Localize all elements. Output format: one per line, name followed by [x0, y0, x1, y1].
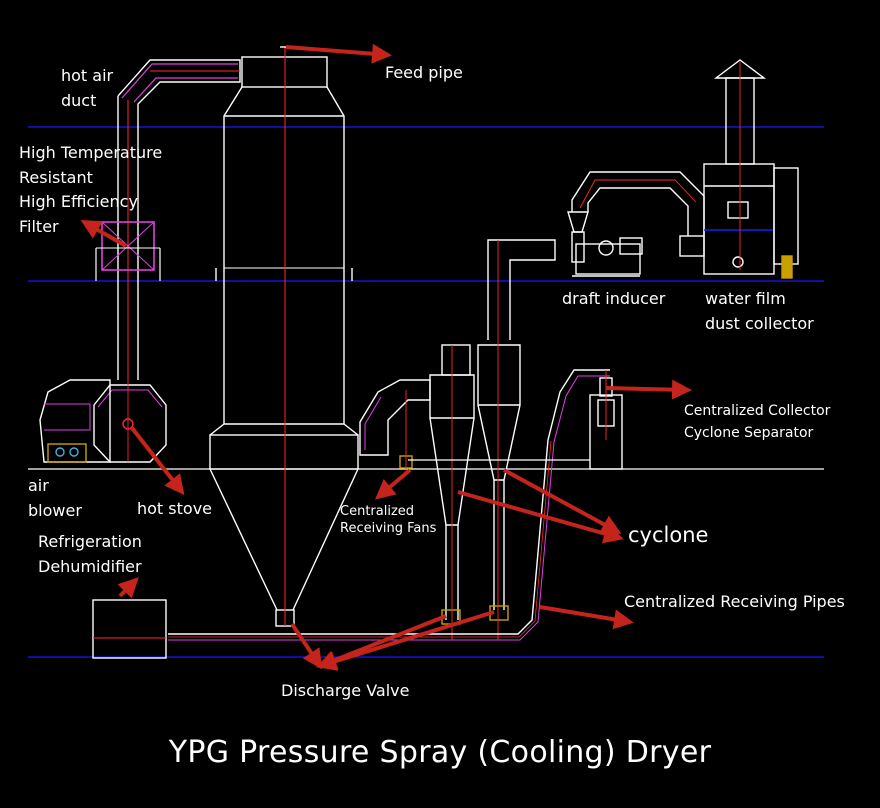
label-receiving-pipes: Centralized Receiving Pipes [624, 592, 845, 611]
water-film-dust-collector [679, 59, 799, 279]
arrow-discharge-tower [290, 622, 323, 670]
arrow-dehumidifier [117, 577, 139, 599]
draft-inducer [567, 171, 705, 277]
label-cyclone: cyclone [628, 523, 709, 547]
arrow-hot-stove [130, 426, 185, 496]
arrow-discharge-cyclone-2 [316, 610, 495, 671]
label-water-film-dust-collector: water film dust collector [705, 289, 814, 333]
hot-stove [93, 380, 167, 463]
arrow-collector-cyclone [605, 379, 692, 400]
arrow-filter [80, 220, 127, 248]
receiving-fans [359, 379, 431, 469]
centralized-receiving-pipes [168, 369, 610, 641]
hot-air-duct [117, 59, 241, 380]
air-blower [39, 379, 111, 463]
annotation-arrows [80, 43, 692, 671]
arrow-receiving-pipes [539, 605, 634, 630]
label-discharge-valve: Discharge Valve [281, 681, 410, 700]
label-refrigeration-dehumidifier: Refrigeration Dehumidifier [38, 532, 142, 576]
collector-cyclone-separator [589, 370, 623, 470]
floor-level-lines [28, 126, 824, 658]
diagram-title: YPG Pressure Spray (Cooling) Dryer [168, 735, 712, 770]
arrow-feed-pipe [285, 43, 392, 64]
cyclone-1 [429, 344, 475, 640]
label-air-blower: air blower [28, 476, 82, 520]
arrow-receiving-fans [374, 468, 412, 500]
arrow-cyclone-1 [457, 490, 624, 544]
refrigeration-dehumidifier [92, 599, 167, 659]
label-hot-air-duct: hot air duct [61, 66, 114, 110]
drying-tower [209, 46, 359, 627]
label-receiving-fans: Centralized Receiving Fans [340, 504, 437, 536]
label-collector-cyclone-separator: Centralized Collector Cyclone Separator [684, 403, 831, 441]
high-efficiency-filter [95, 221, 161, 281]
label-hot-stove: hot stove [137, 499, 212, 518]
cyclone-2 [477, 239, 556, 640]
label-draft-inducer: draft inducer [562, 289, 666, 308]
label-high-efficiency-filter: High Temperature Resistant High Efficien… [19, 143, 163, 236]
arrow-cyclone-2 [503, 468, 622, 534]
label-feed-pipe: Feed pipe [385, 63, 463, 82]
